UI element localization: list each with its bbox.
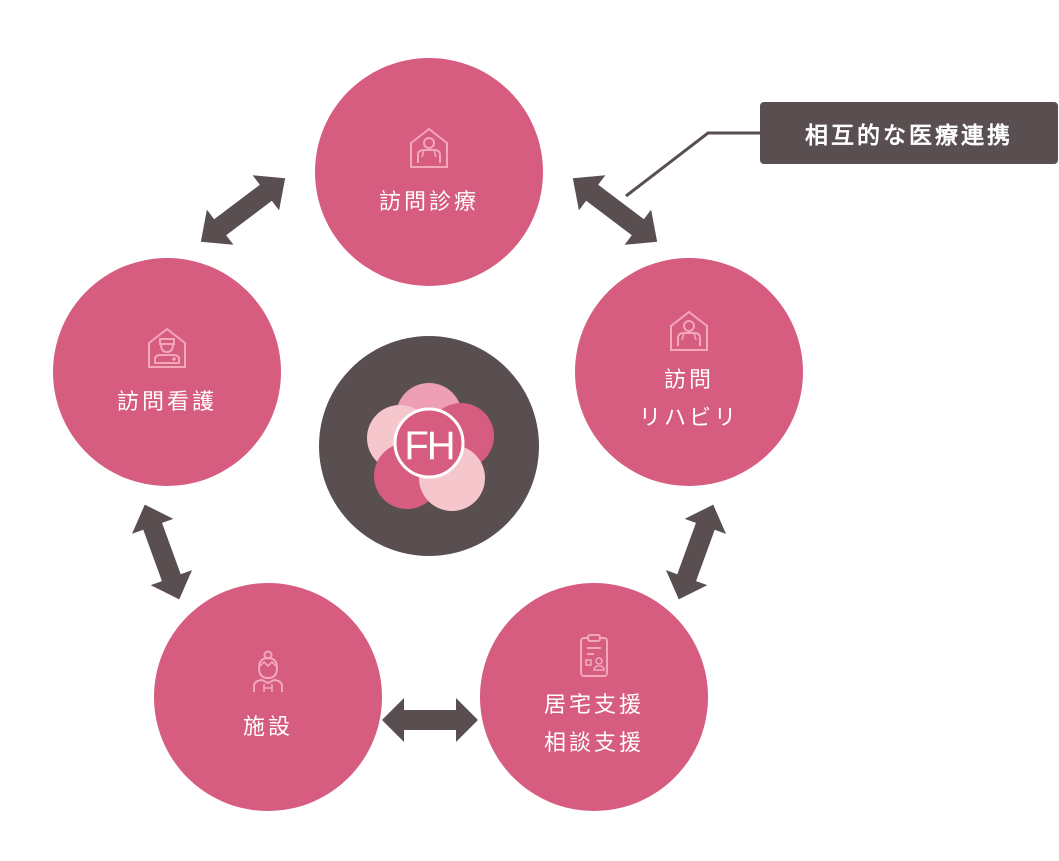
node-home-care-support: 居宅支援 相談支援: [480, 583, 708, 811]
node-home-visit-rehab: 訪問 リハビリ: [575, 258, 803, 486]
arrow-rehab-support: [658, 497, 734, 607]
node-label: 訪問 リハビリ: [638, 368, 739, 431]
callout-leader-line: [625, 131, 760, 198]
doctor-house-icon: [410, 127, 448, 168]
clipboard-icon: [580, 634, 608, 677]
center-logo: FH: [319, 336, 539, 556]
arrow-facility-nursing: [124, 497, 200, 607]
node-facility: 施設: [154, 583, 382, 811]
callout-title: 相互的な医療連携: [760, 102, 1058, 164]
nurse-house-icon: [148, 327, 186, 368]
node-label: 訪問診療: [378, 190, 479, 215]
node-label: 施設: [242, 715, 293, 740]
node-label: 居宅支援 相談支援: [543, 693, 644, 756]
caregiver-icon: [253, 650, 283, 692]
arrow-nursing-clinic: [187, 160, 299, 260]
logo-text: FH: [404, 424, 453, 468]
arrow-facility-support: [382, 698, 478, 742]
flower-logo-icon: FH: [367, 383, 494, 511]
node-home-visit-nursing: 訪問看護: [53, 258, 281, 486]
node-home-visit-medical: 訪問診療: [315, 58, 543, 286]
rehab-house-icon: [670, 310, 708, 351]
node-label: 訪問看護: [116, 390, 217, 415]
